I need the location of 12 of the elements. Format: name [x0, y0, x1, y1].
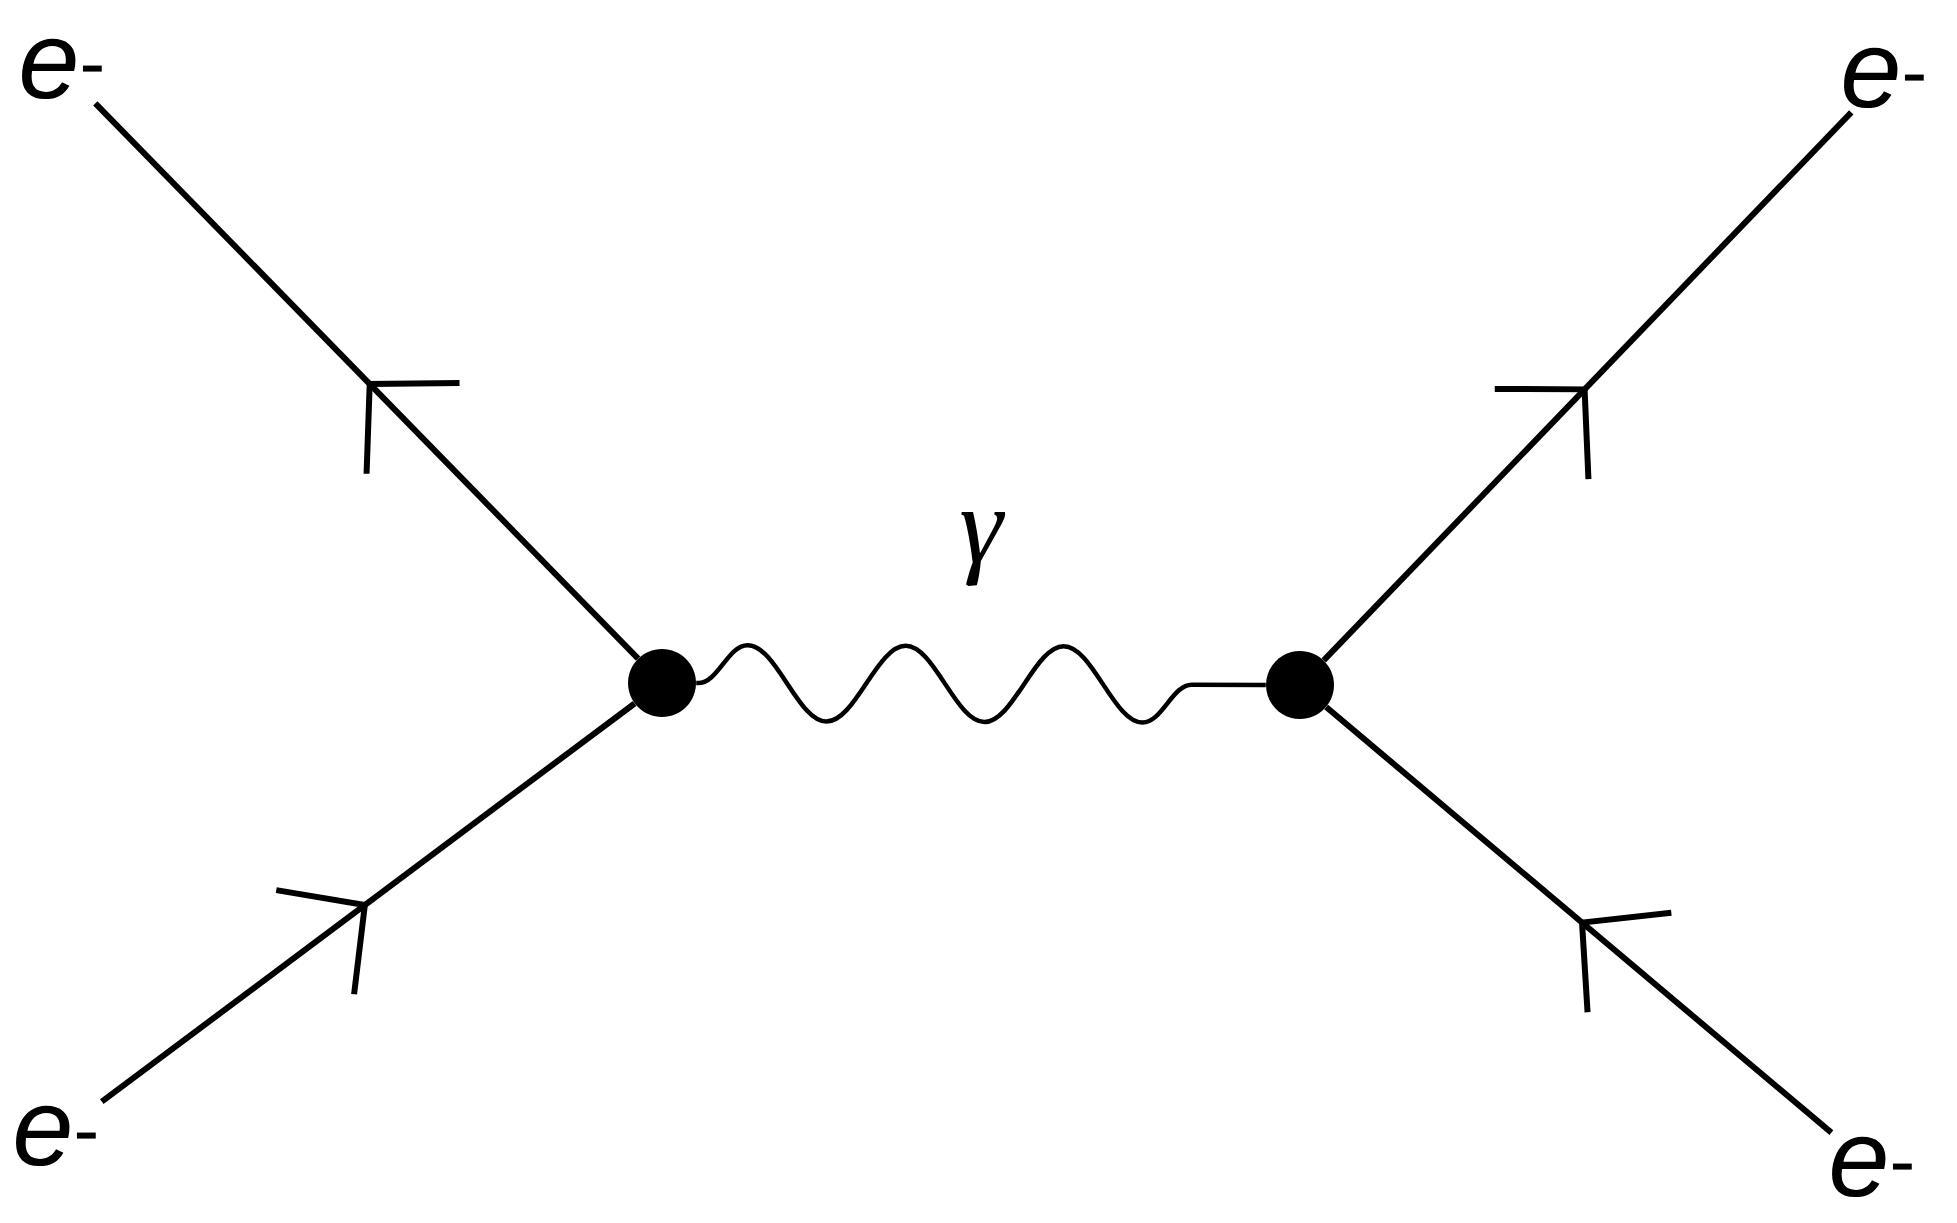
particle-label: e$^{-}$	[1844, 47, 1924, 109]
edge-label: γ	[961, 512, 1006, 586]
fermion-line	[93, 101, 641, 661]
particle-label: e$^{-}$	[16, 1105, 96, 1167]
particle-label: e$^{-}$	[1832, 1136, 1912, 1198]
fermion-line	[1321, 110, 1854, 663]
vertex-dot	[628, 649, 696, 717]
fermion-line	[1324, 704, 1834, 1135]
particle-label: e$^{-}$	[22, 38, 102, 100]
photon-line	[695, 643, 1266, 725]
fermion-line	[100, 701, 637, 1105]
vertex-dot	[1266, 651, 1334, 719]
